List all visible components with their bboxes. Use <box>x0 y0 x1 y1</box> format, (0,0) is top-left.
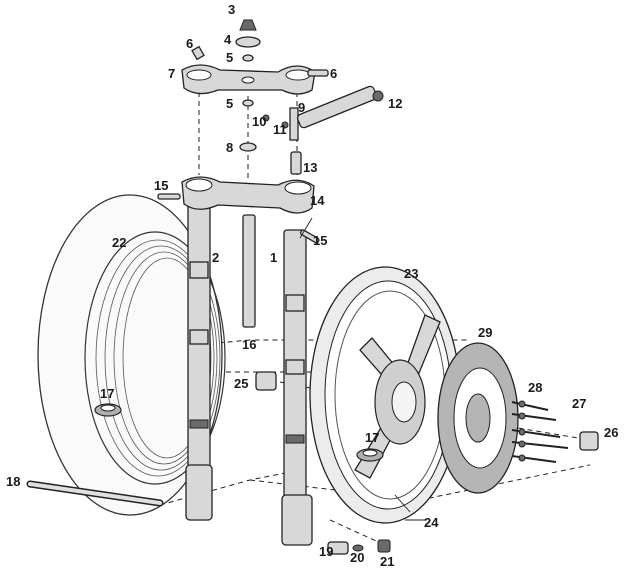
part-label: 7 <box>168 66 175 81</box>
front-wheel-rim <box>309 266 461 524</box>
part-label: 25 <box>234 376 248 391</box>
bearings-and-spacers <box>94 371 599 555</box>
part-label: 21 <box>380 554 394 569</box>
part-label: 15 <box>154 178 168 193</box>
part-label: 3 <box>228 2 235 17</box>
part-label: 1 <box>270 250 277 265</box>
part-label: 8 <box>226 140 233 155</box>
brake-disc <box>437 342 519 494</box>
part-label: 9 <box>298 100 305 115</box>
part-label: 23 <box>404 266 418 281</box>
steering-stem <box>242 214 256 328</box>
part-label: 4 <box>224 32 232 47</box>
part-label: 6 <box>186 36 193 51</box>
part-label: 14 <box>310 193 325 208</box>
part-label: 11 <box>273 122 287 137</box>
upper-triple-clamp <box>181 64 316 95</box>
part-label: 19 <box>319 544 333 559</box>
part-label: 6 <box>330 66 337 81</box>
part-label: 17 <box>100 386 114 401</box>
fork-leg-right <box>281 229 313 546</box>
part-label: 22 <box>112 235 126 250</box>
part-label: 27 <box>572 396 586 411</box>
part-label: 10 <box>252 114 266 129</box>
leader-lines <box>299 217 425 521</box>
front-axle <box>26 480 164 507</box>
lower-triple-clamp <box>181 176 315 214</box>
part-label: 12 <box>388 96 402 111</box>
part-label: 5 <box>226 50 233 65</box>
part-number-labels: 1 2 3 4 5 5 6 6 7 8 9 10 11 12 13 14 15 … <box>6 2 618 569</box>
front-tire <box>37 194 226 516</box>
disc-bolts-and-washers <box>511 400 569 463</box>
part-label: 20 <box>350 550 364 565</box>
top-small-parts <box>157 19 384 244</box>
part-label: 24 <box>424 515 439 530</box>
part-label: 18 <box>6 474 20 489</box>
part-label: 29 <box>478 325 492 340</box>
part-label: 15 <box>313 233 327 248</box>
part-label: 26 <box>604 425 618 440</box>
part-label: 13 <box>303 160 317 175</box>
part-label: 2 <box>212 250 219 265</box>
part-label: 16 <box>242 337 256 352</box>
fork-leg-left <box>185 199 213 521</box>
part-label: 5 <box>226 96 233 111</box>
part-label: 17 <box>365 430 379 445</box>
part-label: 28 <box>528 380 542 395</box>
